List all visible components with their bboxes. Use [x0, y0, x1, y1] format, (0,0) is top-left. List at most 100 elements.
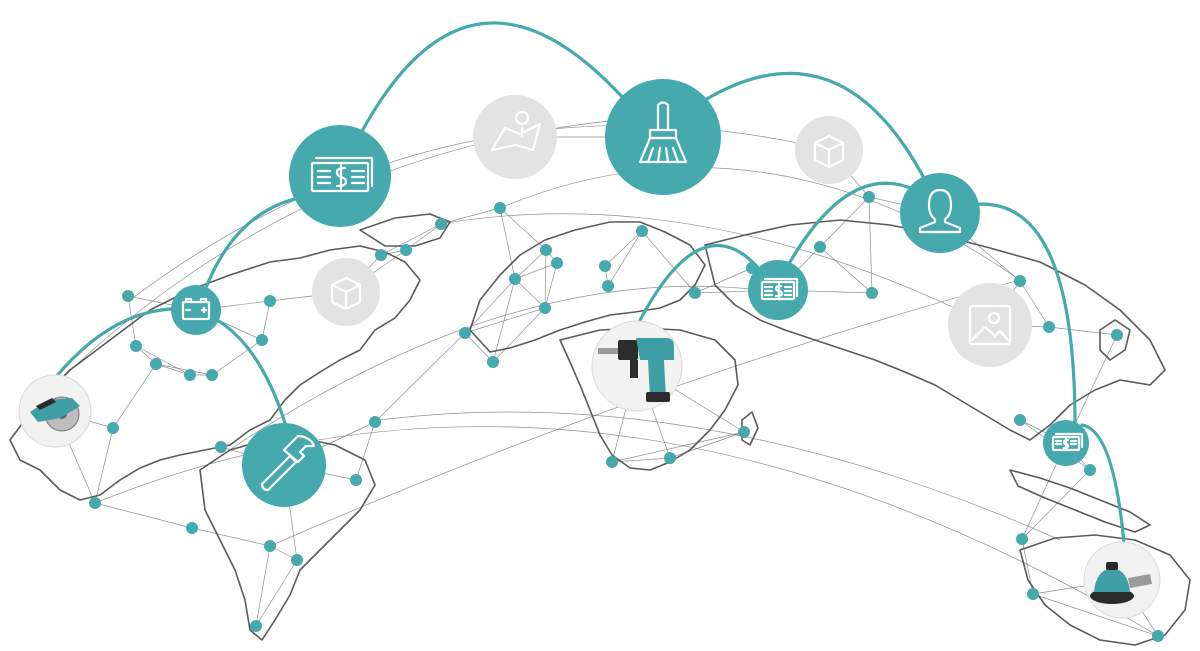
image-hub — [948, 283, 1032, 367]
asia-outline — [704, 219, 1166, 441]
node-dot — [400, 244, 412, 256]
node-dot — [186, 522, 198, 534]
mesh-line — [440, 207, 501, 225]
node-dot — [494, 202, 506, 214]
node-dot — [814, 241, 826, 253]
hammer-icon — [260, 434, 316, 492]
mesh-line — [261, 300, 271, 341]
mesh-line — [544, 249, 547, 309]
node-dot — [636, 225, 648, 237]
mesh-line — [380, 223, 442, 256]
box-hub-right — [795, 116, 863, 184]
greenland-outline — [359, 213, 451, 247]
mesh-arc — [379, 411, 1061, 541]
mesh-line — [255, 545, 271, 627]
mesh-line — [514, 249, 547, 280]
node-dot — [487, 356, 499, 368]
mesh-line — [464, 278, 516, 334]
map-pin-icon — [490, 110, 542, 152]
mesh-line — [355, 421, 376, 481]
mesh-arc — [129, 125, 831, 301]
node-dot — [184, 369, 196, 381]
teal-hubs — [171, 79, 1089, 507]
node-dot — [291, 554, 303, 566]
mesh-line — [155, 363, 213, 376]
mesh-line — [135, 345, 191, 376]
connection-arcs — [53, 21, 1127, 557]
mesh-line — [1021, 469, 1091, 540]
mesh-line — [499, 207, 547, 251]
orbital-sander-node — [1083, 541, 1161, 619]
node-dot — [540, 244, 552, 256]
mesh-arc — [439, 213, 991, 326]
node-dot — [459, 327, 471, 339]
node-dot — [1027, 588, 1039, 600]
node-dot — [1111, 329, 1123, 341]
mesh-line — [464, 332, 494, 363]
mesh-line — [514, 278, 546, 309]
node-dot — [551, 257, 563, 269]
japan-outline — [1099, 319, 1131, 361]
mesh-line — [604, 230, 643, 267]
mesh-line — [868, 196, 873, 294]
node-dot — [664, 452, 676, 464]
mesh-line — [819, 196, 870, 248]
mesh-line — [514, 262, 558, 280]
node-dot — [509, 273, 521, 285]
mesh-line — [464, 307, 546, 334]
mesh-line — [374, 332, 466, 423]
currency-note-small-icon — [1051, 432, 1084, 452]
node-dot — [264, 540, 276, 552]
gray-hubs — [312, 95, 1032, 367]
mesh-line — [819, 246, 873, 294]
node-dot — [350, 474, 362, 486]
node-dot — [1014, 275, 1026, 287]
mesh-line — [544, 262, 558, 309]
box-icon — [330, 276, 362, 311]
arc-currency-small-right-to-sander — [1080, 423, 1127, 557]
mesh-line — [694, 267, 753, 294]
mesh-line — [112, 363, 157, 429]
node-dot — [1014, 414, 1026, 426]
node-dot — [122, 290, 134, 302]
hammer-hub — [242, 423, 326, 507]
arc-drill-to-currency-small — [633, 243, 762, 332]
node-dot — [89, 497, 101, 509]
node-dot — [863, 191, 875, 203]
mesh-line — [607, 230, 643, 287]
map-pin-hub — [473, 95, 557, 179]
arc-currency-small-to-user — [788, 181, 917, 264]
node-dot — [215, 441, 227, 453]
currency-hub-large — [289, 125, 391, 227]
rotary-hammer-drill-icon — [598, 338, 674, 402]
mesh-line — [94, 427, 114, 504]
currency-hub-small-right — [1043, 420, 1089, 466]
node-dot — [866, 287, 878, 299]
currency-hub-small-center — [748, 260, 808, 320]
mesh-line — [255, 559, 298, 627]
node-dot — [1043, 321, 1055, 333]
node-dot — [1084, 464, 1096, 476]
world-map-outline — [9, 213, 1191, 646]
mesh-line — [1048, 326, 1118, 336]
arc-currency-to-broom — [358, 21, 627, 137]
africa-outline — [559, 327, 739, 471]
mesh-line — [492, 307, 546, 363]
mesh-line — [1032, 593, 1159, 637]
circular-saw-node — [18, 374, 92, 448]
orbital-sander-icon — [1090, 562, 1152, 604]
node-dot — [689, 287, 701, 299]
node-dot — [375, 249, 387, 261]
user-icon — [918, 188, 962, 234]
europe-outline — [469, 221, 706, 353]
node-dot — [539, 302, 551, 314]
user-hub — [900, 173, 980, 253]
battery-icon — [181, 297, 211, 321]
mesh-line — [127, 295, 137, 347]
arc-user-to-currency-small-right — [968, 202, 1077, 427]
node-dot — [250, 620, 262, 632]
node-dot — [738, 426, 750, 438]
node-dot — [150, 358, 162, 370]
box-hub-left — [312, 258, 380, 326]
